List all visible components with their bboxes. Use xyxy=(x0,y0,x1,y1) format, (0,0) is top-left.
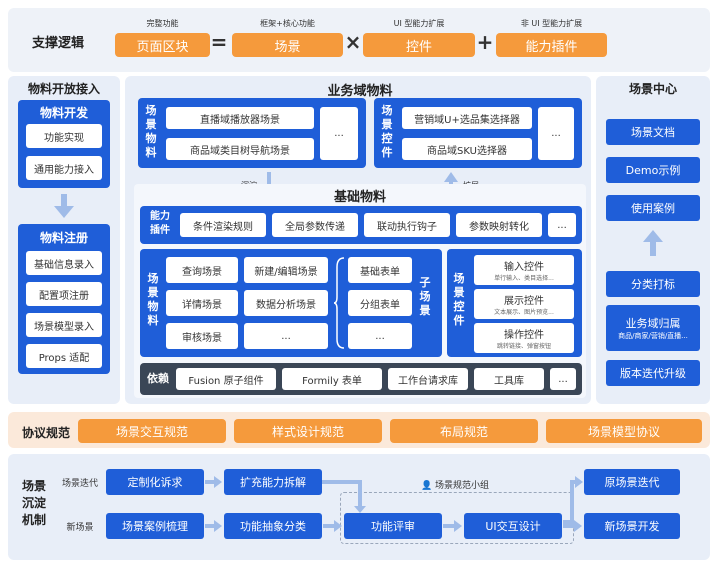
material-reg-title: 物料注册 xyxy=(39,231,88,245)
scene-docs: 场景文档 xyxy=(606,119,700,145)
plugin-item-mapping: 参数映射转化 xyxy=(456,213,542,237)
protocol-layout: 布局规范 xyxy=(390,419,538,443)
function-review: 功能评审 xyxy=(344,513,442,539)
sub-scene-group-form: 分组表单 xyxy=(348,290,412,316)
ctrl-operation-desc: 跳转链接、弹窗按钮 xyxy=(496,343,551,350)
biz-scene-item-category: 商品域类目树导航场景 xyxy=(166,138,314,160)
base-ctrl-label: 场景控件 xyxy=(453,272,465,327)
base-scene-detail: 详情场景 xyxy=(166,290,238,316)
base-scene-create-edit: 新建/编辑场景 xyxy=(244,257,328,283)
ctrl-display: 展示控件 文本展示、图片预览... xyxy=(474,289,574,319)
reg-item-basic: 基础信息录入 xyxy=(26,251,102,275)
biz-ctrl-more: ... xyxy=(538,107,574,160)
scene-center-title: 场景中心 xyxy=(628,82,677,96)
demo-examples: Demo示例 xyxy=(606,157,700,183)
protocol-model: 场景模型协议 xyxy=(546,419,702,443)
ctrl-display-name: 展示控件 xyxy=(504,296,544,307)
left-down-arrow xyxy=(54,194,74,218)
biz-ctrl-item-sku: 商品域SKU选择器 xyxy=(402,138,532,160)
base-scene-query: 查询场景 xyxy=(166,257,238,283)
new-scene-dev: 新场景开发 xyxy=(584,513,680,539)
ui-interaction-design: UI交互设计 xyxy=(464,513,562,539)
plugin-item-global: 全局参数传递 xyxy=(272,213,358,237)
biz-scene-label: 场景物料 xyxy=(145,104,157,159)
base-scene-label: 场景物料 xyxy=(147,272,159,327)
domain-ownership-desc: 商品/商家/营销/直播... xyxy=(618,332,688,340)
protocol-title: 协议规范 xyxy=(21,426,70,440)
plus-operator: + xyxy=(476,30,494,54)
dep-formily: Formily 表单 xyxy=(282,368,382,390)
ctrl-input: 输入控件 单行输入、类目选择... xyxy=(474,255,574,285)
biz-ctrl-label: 场景控件 xyxy=(381,104,393,159)
base-scene-more: ... xyxy=(244,323,328,349)
biz-ctrl-item-marketing: 营销域U+选品集选择器 xyxy=(402,107,532,129)
sub-scene-label: 子场景 xyxy=(419,276,431,317)
reg-item-props: Props 适配 xyxy=(26,344,102,368)
use-cases: 使用案例 xyxy=(606,195,700,221)
dep-tools: 工具库 xyxy=(474,368,544,390)
ctrl-display-desc: 文本展示、图片预览... xyxy=(494,309,554,316)
support-scene: 场景 xyxy=(232,33,343,57)
ctrl-operation-name: 操作控件 xyxy=(504,330,544,341)
mechanism-title: 场景沉淀机制 xyxy=(14,478,54,529)
category-tagging: 分类打标 xyxy=(606,271,700,297)
custom-demand: 定制化诉求 xyxy=(106,469,204,495)
times-operator: × xyxy=(344,30,362,54)
support-logic-title: 支撑逻辑 xyxy=(31,36,84,51)
row2-label: 新场景 xyxy=(66,523,94,533)
mechanism-flow-arrows xyxy=(205,476,583,532)
support-top-1: 完整功能 xyxy=(146,19,179,28)
domain-ownership-title: 业务域归属 xyxy=(625,317,681,330)
sub-scene-basic-form: 基础表单 xyxy=(348,257,412,283)
right-up-arrow xyxy=(643,230,663,256)
support-control: 控件 xyxy=(363,33,475,57)
base-scene-review: 审核场景 xyxy=(166,323,238,349)
dev-item-function: 功能实现 xyxy=(26,124,102,148)
support-top-2: 框架+核心功能 xyxy=(260,19,315,28)
left-panel-title: 物料开放接入 xyxy=(27,82,100,96)
equals-operator: = xyxy=(210,30,228,54)
reg-item-model: 场景模型录入 xyxy=(26,313,102,337)
plugin-item-more: ... xyxy=(548,213,576,237)
biz-scene-more: ... xyxy=(320,107,358,160)
ctrl-operation: 操作控件 跳转链接、弹窗按钮 xyxy=(474,323,574,353)
dep-fusion: Fusion 原子组件 xyxy=(176,368,276,390)
capability-breakdown: 扩充能力拆解 xyxy=(224,469,322,495)
mechanism-title-text: 场景沉淀机制 xyxy=(21,479,46,527)
ctrl-input-desc: 单行输入、类目选择... xyxy=(494,275,554,282)
ctrl-input-name: 输入控件 xyxy=(504,262,544,273)
protocol-interaction: 场景交互规范 xyxy=(78,419,226,443)
protocol-style: 样式设计规范 xyxy=(234,419,382,443)
sub-scene-bracket xyxy=(334,257,345,349)
plugin-item-hook: 联动执行钩子 xyxy=(364,213,450,237)
case-review: 场景案例梳理 xyxy=(106,513,204,539)
dep-more: ... xyxy=(550,368,576,390)
old-scene-iteration: 原场景迭代 xyxy=(584,469,680,495)
biz-scene-item-live: 直播域播放器场景 xyxy=(166,107,314,129)
deps-label: 依赖 xyxy=(147,372,169,385)
support-page-block: 页面区块 xyxy=(115,33,210,57)
spec-group-text: 场景规范小组 xyxy=(435,481,490,491)
row1-label: 场景迭代 xyxy=(61,479,98,489)
base-material-title: 基础物料 xyxy=(333,190,386,205)
base-plugin-label: 能力插件 xyxy=(150,211,170,236)
material-dev-title: 物料开发 xyxy=(39,106,88,120)
dev-item-capability: 通用能力接入 xyxy=(26,156,102,180)
user-group-icon: 👤 xyxy=(420,481,433,491)
support-plugin: 能力插件 xyxy=(496,33,607,57)
sub-scene-more: ... xyxy=(348,323,412,349)
version-upgrade: 版本迭代升级 xyxy=(606,360,700,386)
support-top-3: UI 型能力扩展 xyxy=(393,19,445,28)
biz-material-title: 业务域物料 xyxy=(327,84,393,99)
dep-request: 工作台请求库 xyxy=(388,368,468,390)
domain-ownership: 业务域归属 商品/商家/营销/直播... xyxy=(606,305,700,351)
support-top-4: 非 UI 型能力扩展 xyxy=(520,19,583,28)
spec-group-label: 👤 场景规范小组 xyxy=(400,478,510,491)
function-abstraction: 功能抽象分类 xyxy=(224,513,322,539)
plugin-item-render: 条件渲染规则 xyxy=(180,213,266,237)
reg-item-config: 配置项注册 xyxy=(26,282,102,306)
base-scene-analysis: 数据分析场景 xyxy=(244,290,328,316)
